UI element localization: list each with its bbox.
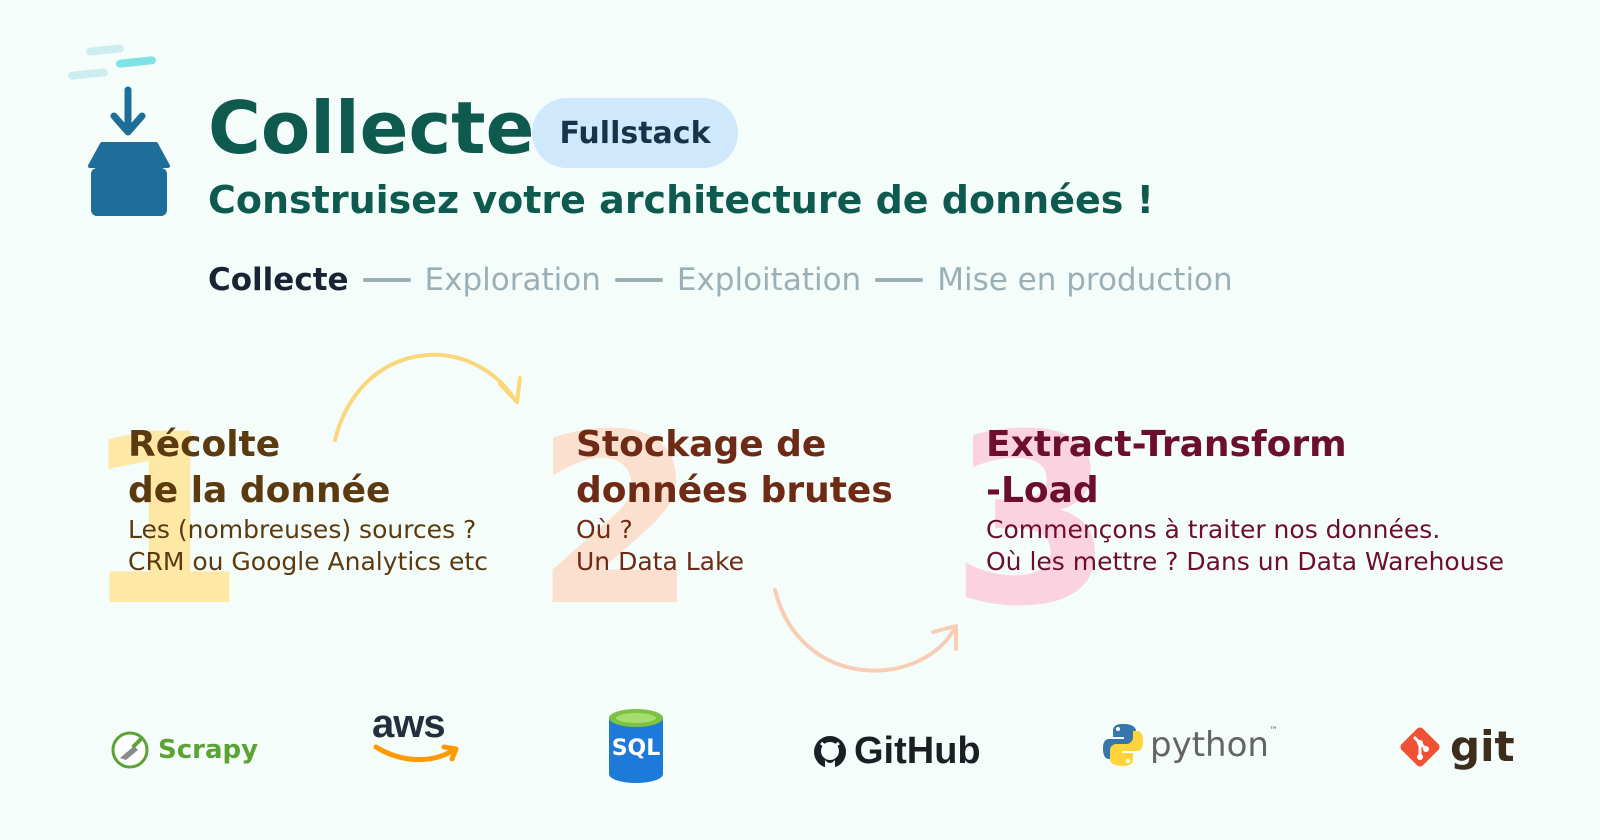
column-etl: Extract-Transform -Load Commençons à tra…	[986, 422, 1504, 578]
step-mise-en-production: Mise en production	[937, 262, 1233, 298]
step-number-3: 3	[950, 385, 1114, 658]
git-logo: git	[1396, 722, 1515, 771]
column-text-line: Un Data Lake	[576, 547, 744, 576]
aws-logo: aws	[372, 702, 462, 765]
step-separator	[614, 278, 663, 282]
download-box-icon	[68, 44, 170, 216]
fullstack-badge: Fullstack	[532, 98, 738, 168]
column-title-line: Extract-Transform	[986, 424, 1347, 465]
column-title-line: Stockage de	[576, 424, 827, 465]
column-title-line: données brutes	[576, 470, 893, 511]
git-icon	[1400, 726, 1440, 767]
column-text-line: Où les mettre ? Dans un Data Warehouse	[986, 547, 1504, 576]
github-label: GitHub	[854, 730, 981, 772]
step-exploration: Exploration	[424, 262, 601, 298]
github-logo: GitHub	[812, 730, 981, 773]
page-title: Collecte	[208, 86, 535, 170]
step-number-2: 2	[534, 385, 698, 658]
arrow-1-to-2-head	[498, 376, 522, 404]
page-subtitle: Construisez votre architecture de donnée…	[208, 178, 1154, 222]
sql-logo: SQL	[607, 708, 665, 784]
scrapy-label: Scrapy	[158, 735, 259, 765]
sql-label: SQL	[611, 736, 661, 761]
python-logo: python ™	[1102, 722, 1278, 768]
column-text-line: Commençons à traiter nos données.	[986, 515, 1441, 544]
python-trademark: ™	[1268, 726, 1278, 736]
scrapy-icon	[111, 731, 149, 769]
column-recolte: Récolte de la donnée Les (nombreuses) so…	[128, 422, 488, 578]
git-label: git	[1450, 722, 1515, 771]
column-title-line: Récolte	[128, 424, 281, 465]
step-separator	[362, 278, 411, 282]
column-title-line: de la donnée	[128, 470, 391, 511]
arrow-2-to-3	[773, 588, 957, 673]
progress-steps: Collecte Exploration Exploitation Mise e…	[208, 262, 1233, 298]
python-label: python	[1150, 725, 1269, 765]
scrapy-logo: Scrapy	[110, 730, 258, 770]
github-octocat-icon	[814, 735, 846, 768]
column-stockage: Stockage de données brutes Où ? Un Data …	[576, 422, 893, 578]
sql-database-icon	[609, 709, 663, 783]
amazon-smile-icon	[373, 744, 459, 762]
python-snakes-icon	[1103, 724, 1143, 766]
aws-label: aws	[372, 702, 446, 746]
column-title-line: -Load	[986, 470, 1099, 511]
step-collecte: Collecte	[208, 262, 349, 298]
step-exploitation: Exploitation	[676, 262, 862, 298]
column-text-line: Les (nombreuses) sources ?	[128, 515, 477, 544]
column-text-line: Où ?	[576, 515, 633, 544]
column-text-line: CRM ou Google Analytics etc	[128, 547, 488, 576]
step-number-1: 1	[82, 385, 246, 658]
step-separator	[875, 278, 924, 282]
